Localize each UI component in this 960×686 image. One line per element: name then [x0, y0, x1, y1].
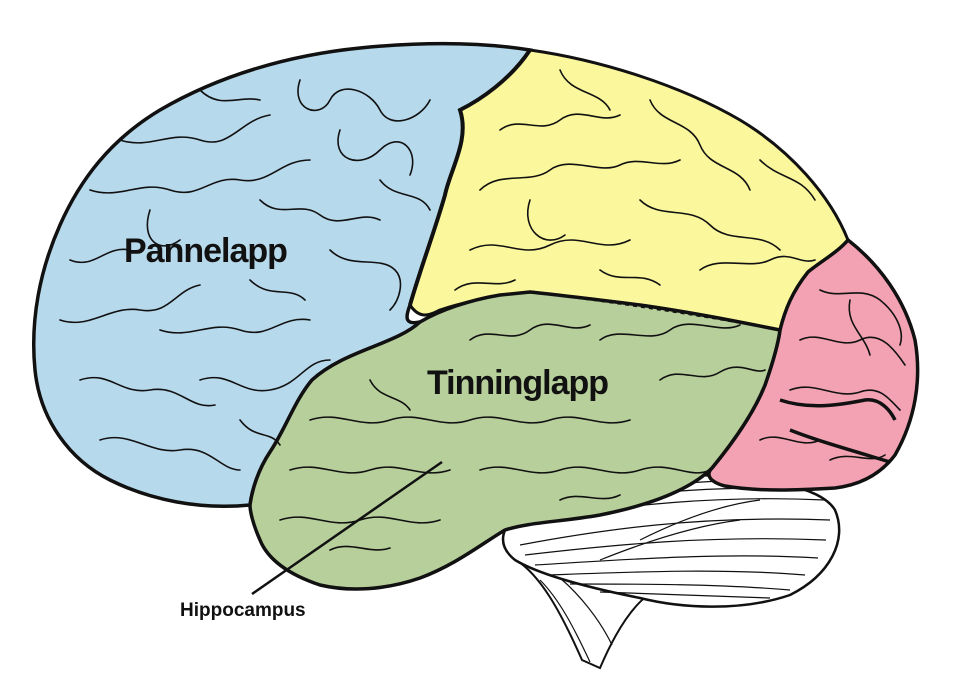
parietal-temporal-dashed-border [529, 291, 781, 331]
hippocampus-label: Hippocampus [180, 600, 306, 621]
occipital-gyri [759, 289, 906, 461]
temporal-gyri [279, 323, 766, 551]
temporal-lobe-label: Tinninglapp [427, 364, 609, 402]
hippocampus-pointer [251, 460, 443, 596]
occipital-sulcus [779, 398, 897, 421]
frontal-lobe-label: Pannelapp [124, 232, 288, 270]
temporal-lobe [248, 290, 782, 591]
parietal-gyri [454, 69, 816, 291]
occipital-lobe [707, 237, 920, 492]
brainstem-lines [539, 577, 613, 663]
frontal-gyri [59, 79, 431, 471]
central-sulcus [408, 48, 532, 306]
occipital-sulcus-2 [789, 428, 891, 464]
